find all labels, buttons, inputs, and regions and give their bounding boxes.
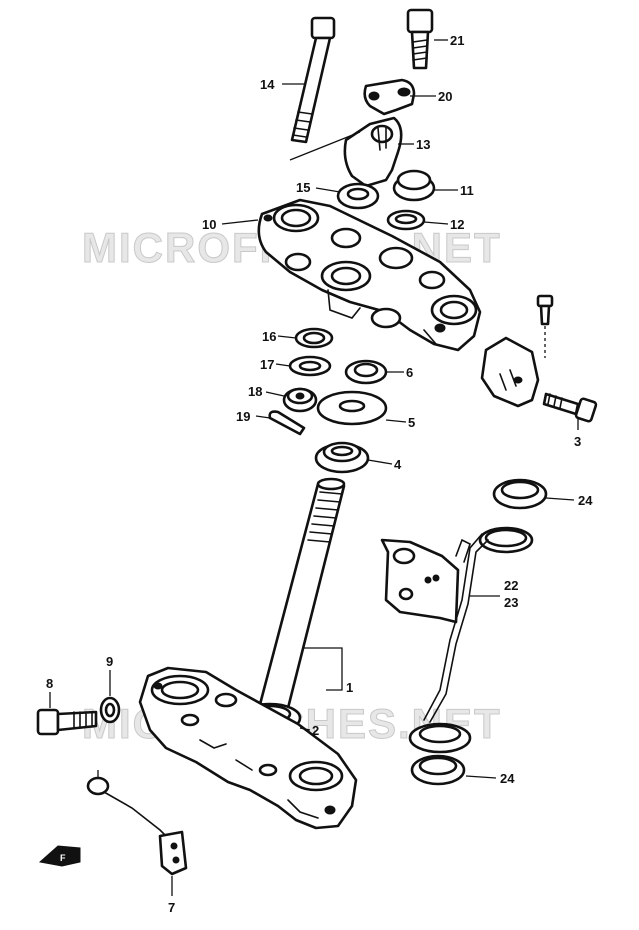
part-20-clamp-cap (363, 78, 416, 116)
part-14-alignment-line (289, 131, 361, 161)
callout-19: 19 (236, 409, 250, 424)
callout-23: 23 (504, 595, 518, 610)
callout-4: 4 (394, 457, 402, 472)
callout-14: 14 (260, 77, 275, 92)
part-7-clamp-strap (86, 776, 188, 876)
front-direction-arrow-icon: F (38, 845, 81, 867)
callout-16: 16 (262, 329, 276, 344)
callout-6: 6 (406, 365, 413, 380)
part-24-upper-seal (492, 478, 548, 510)
lower-bracket (138, 666, 358, 830)
cover-screw (536, 294, 554, 358)
part-13-handlebar-holder (343, 116, 403, 188)
callout-labels: 21 20 13 14 11 15 12 10 3 16 17 6 18 5 1… (46, 33, 593, 915)
callout-20: 20 (438, 89, 452, 104)
part-5-washer (316, 390, 388, 426)
callout-11: 11 (460, 183, 474, 198)
callout-5: 5 (408, 415, 415, 430)
callout-1: 1 (346, 680, 353, 695)
callout-13: 13 (416, 137, 430, 152)
part-4-bearing (314, 441, 370, 474)
callout-9: 9 (106, 654, 113, 669)
callout-15: 15 (296, 180, 310, 195)
part-24-lower-seal (408, 722, 472, 786)
callout-12: 12 (450, 217, 464, 232)
part-21-bolt (406, 8, 434, 70)
cover-plate (480, 336, 540, 408)
part-6-steering-nut (344, 359, 388, 385)
callout-22: 22 (504, 578, 518, 593)
part-3-bolt (542, 392, 598, 423)
part-14-long-bolt (290, 16, 336, 144)
callout-2: 2 (312, 723, 319, 738)
part-8-bolt (36, 708, 98, 736)
front-arrow-label: F (60, 853, 66, 863)
callout-24-upper: 24 (578, 493, 593, 508)
part-22-23-bracket (380, 526, 534, 723)
callout-10: 10 (202, 217, 216, 232)
callout-8: 8 (46, 676, 53, 691)
callout-18: 18 (248, 384, 262, 399)
part-15-nut (336, 182, 380, 210)
part-12-washer (386, 209, 426, 231)
callout-21: 21 (450, 33, 464, 48)
part-10-upper-bracket (257, 198, 482, 352)
part-11-cap-nut (392, 169, 436, 202)
callout-7-lower: 7 (168, 900, 175, 915)
part-9-washer (99, 696, 121, 724)
leader-lines (49, 39, 579, 896)
part-19-cotter-pin (268, 410, 306, 436)
part-16-lock-washer (294, 327, 334, 349)
part-17-washer (288, 355, 332, 377)
part-1-steering-stem (256, 477, 346, 718)
callout-17: 17 (260, 357, 274, 372)
part-18-nut (282, 387, 318, 413)
callout-3: 3 (574, 434, 581, 449)
callout-24-lower: 24 (500, 771, 515, 786)
